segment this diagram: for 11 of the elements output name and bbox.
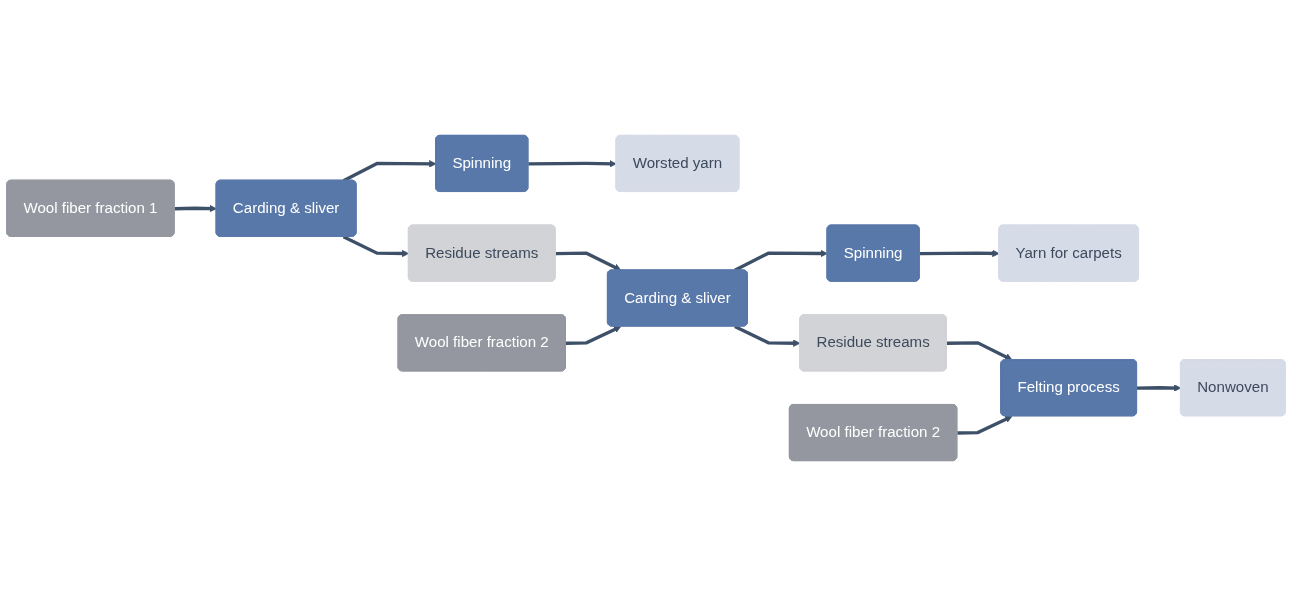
- arrow: [528, 160, 617, 168]
- arrow: [734, 249, 828, 272]
- arrow: [342, 235, 410, 258]
- arrow: [946, 341, 1013, 361]
- arrow: [1136, 384, 1182, 392]
- arrow: [174, 204, 217, 213]
- arrow: [919, 249, 1000, 258]
- arrow: [555, 251, 622, 271]
- arrow: [734, 325, 801, 347]
- arrow: [957, 415, 1013, 435]
- arrow: [565, 326, 622, 345]
